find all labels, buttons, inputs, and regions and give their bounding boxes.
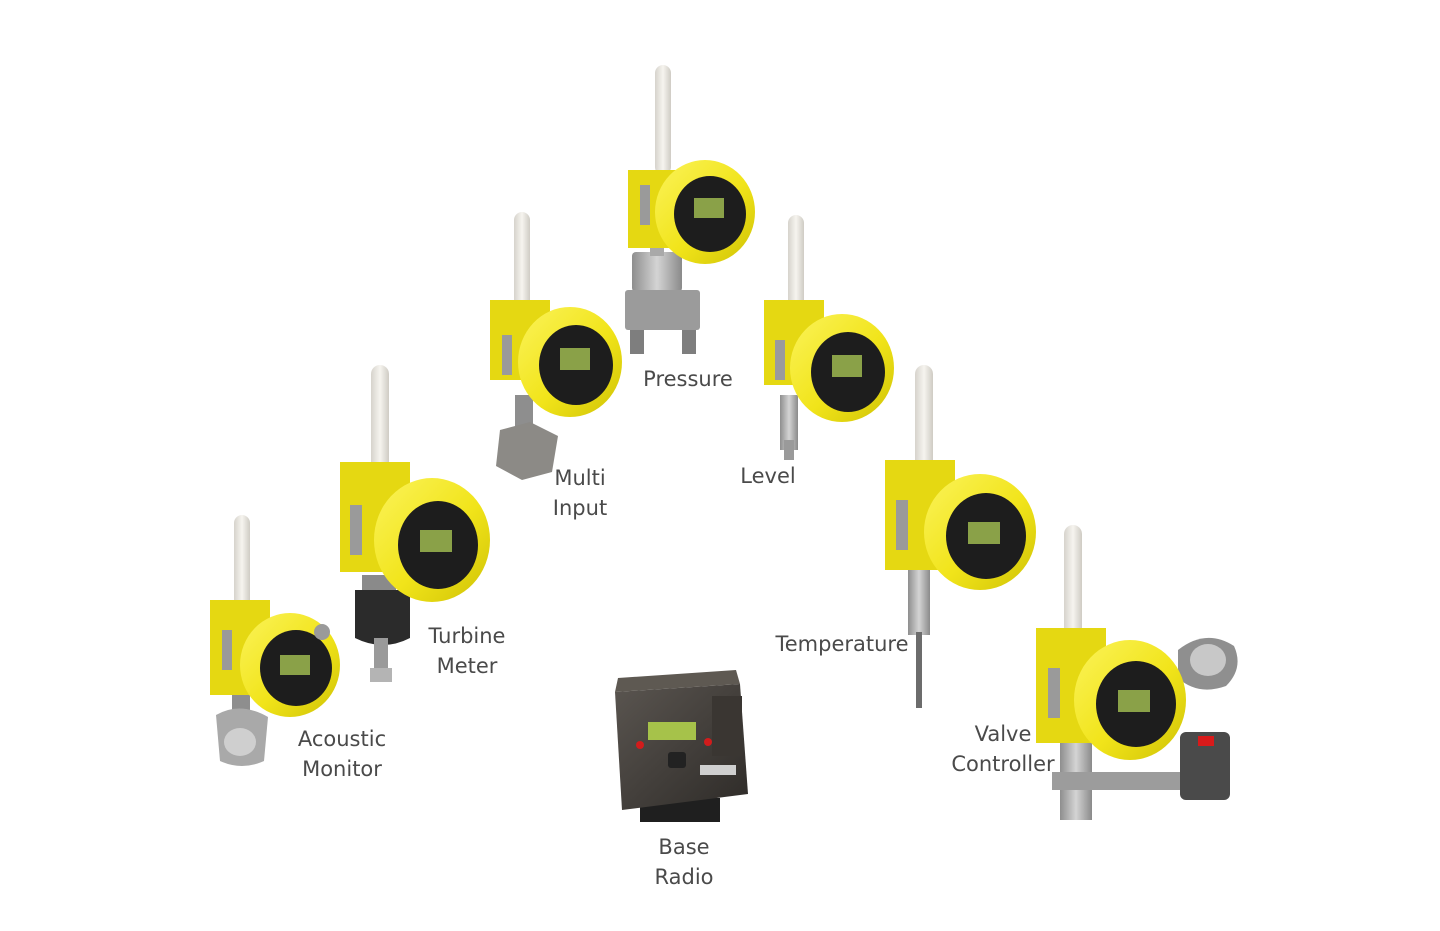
base-radio-icon — [615, 670, 748, 822]
device-label: Monitor — [302, 757, 382, 781]
device-temperature: Temperature — [774, 365, 1036, 708]
multi-input-transmitter-icon — [490, 212, 622, 480]
device-label: Temperature — [774, 632, 908, 656]
device-base-radio: Base Radio — [615, 670, 748, 889]
device-turbine-meter: Turbine Meter — [340, 365, 505, 682]
device-label: Multi — [554, 466, 605, 490]
temperature-transmitter-icon — [885, 365, 1036, 708]
device-label: Input — [553, 496, 607, 520]
device-label: Base — [658, 835, 709, 859]
device-label: Controller — [951, 752, 1055, 776]
device-label: Valve — [975, 722, 1032, 746]
device-multi-input: Multi Input — [490, 212, 622, 520]
device-label: Acoustic — [298, 727, 386, 751]
device-label: Pressure — [643, 367, 733, 391]
device-label: Level — [740, 464, 795, 488]
valve-controller-transmitter-icon — [1036, 525, 1238, 820]
device-acoustic-monitor: Acoustic Monitor — [210, 515, 386, 781]
device-label: Radio — [654, 865, 713, 889]
device-level: Level — [740, 215, 894, 488]
device-label: Meter — [437, 654, 498, 678]
device-pressure: Pressure — [625, 65, 755, 391]
device-valve-controller: Valve Controller — [951, 525, 1238, 820]
turbine-meter-transmitter-icon — [340, 365, 490, 682]
device-label: Turbine — [428, 624, 506, 648]
level-transmitter-icon — [764, 215, 894, 460]
pressure-transmitter-icon — [625, 65, 755, 354]
acoustic-monitor-transmitter-icon — [210, 515, 340, 766]
